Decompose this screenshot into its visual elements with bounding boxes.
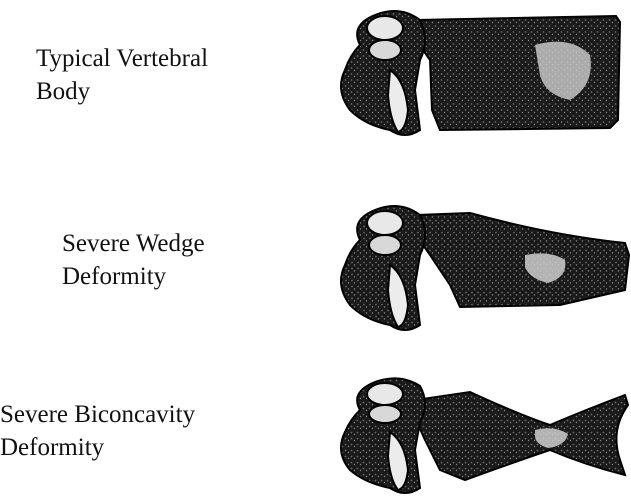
label-line: Typical Vertebral (36, 42, 208, 75)
label-severe-wedge-deformity: Severe Wedge Deformity (62, 227, 205, 293)
label-line: Body (36, 75, 208, 108)
label-line: Severe Wedge (62, 227, 205, 260)
label-severe-biconcavity-deformity: Severe Biconcavity Deformity (0, 398, 195, 464)
biconcavity-vertebra-drawing (320, 370, 631, 503)
wedge-vertebra-drawing (320, 195, 631, 345)
label-line: Deformity (62, 260, 205, 293)
label-typical-vertebral-body: Typical Vertebral Body (36, 42, 208, 108)
label-line: Severe Biconcavity (0, 398, 195, 431)
typical-vertebra-drawing (320, 0, 631, 150)
label-line: Deformity (0, 431, 195, 464)
